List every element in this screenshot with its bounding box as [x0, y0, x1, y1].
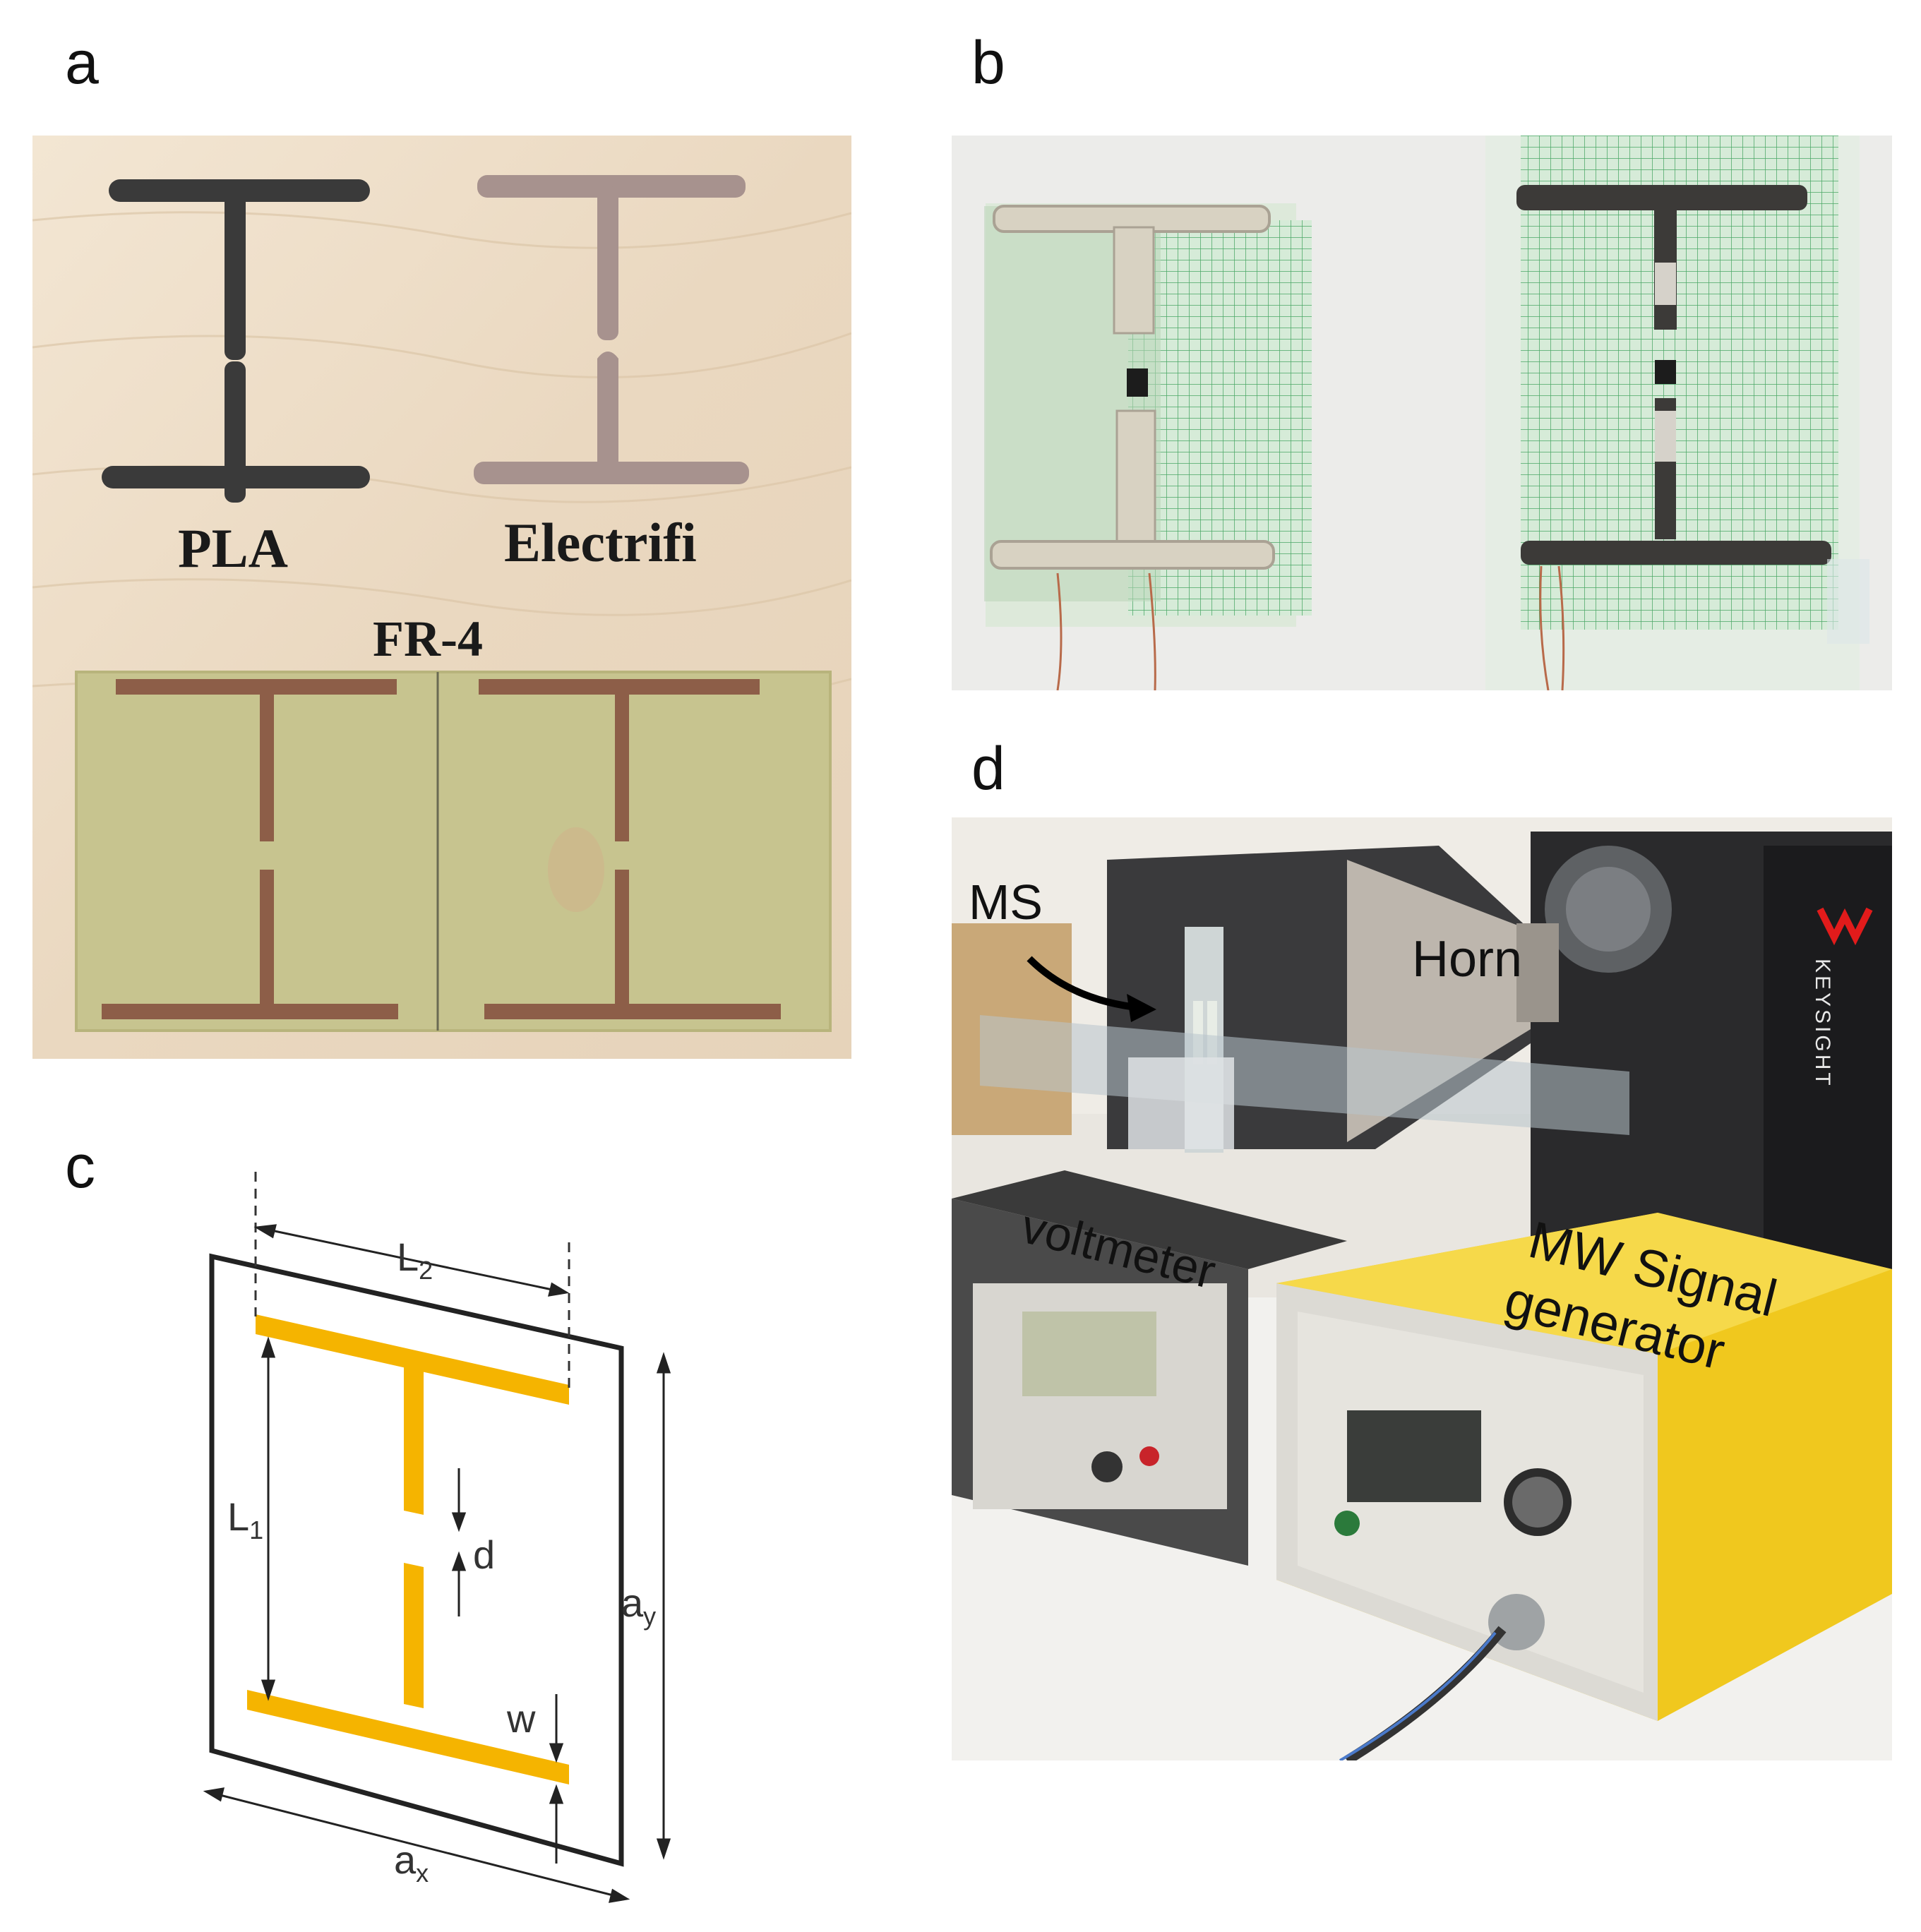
pla-label: PLA: [178, 517, 288, 579]
fr4-label: FR-4: [373, 611, 483, 667]
fr4-copper-resonator-left: [102, 679, 398, 1019]
panel-a-illustration: [32, 136, 851, 1059]
panel-b-photo: [952, 136, 1892, 690]
mw-signal-generator: [1276, 1213, 1892, 1760]
pla-resonator: [102, 179, 370, 503]
electrifi-label: Electrifi: [504, 512, 697, 573]
h-resonator: [247, 1314, 569, 1784]
panel-b-letter: b: [971, 29, 1005, 97]
fr4-copper-resonator-right: [479, 679, 781, 1019]
panel-d-letter: d: [971, 735, 1005, 803]
l2-label: L2: [397, 1235, 433, 1285]
keysight-instrument: [1531, 832, 1892, 1269]
d-label: d: [473, 1532, 496, 1577]
voltmeter-device: [952, 1170, 1347, 1566]
unit-cell-schematic: [203, 1172, 671, 1903]
w-dimension: [549, 1694, 564, 1864]
panel-c-letter: c: [65, 1133, 95, 1201]
l1-label: L1: [227, 1494, 264, 1545]
panel-a-photo: PLA Electrifi FR-4: [32, 136, 851, 1059]
ax-label: ax: [394, 1837, 429, 1888]
d-dimension: [451, 1468, 467, 1616]
fr4-board: [75, 671, 832, 1032]
panel-d-photo: MS Horn voltmeter MW Signal generator KE…: [952, 817, 1892, 1760]
ax-dimension: [203, 1787, 630, 1903]
ay-label: ay: [621, 1580, 657, 1631]
right-metamaterial-sample: [1485, 136, 1869, 690]
w-label: w: [507, 1696, 536, 1741]
ms-label: MS: [969, 875, 1043, 930]
guide-lines: [254, 1172, 570, 1391]
sample-holder-arm: [980, 1015, 1629, 1135]
keysight-logo-text: KEYSIGHT: [1811, 959, 1834, 1088]
l2-dimension: [253, 1224, 570, 1297]
ms-arrow: [1027, 956, 1143, 1012]
electrifi-resonator: [474, 175, 749, 484]
panel-c-diagram: L2 L1 d ay w ax: [169, 1158, 678, 1906]
panel-b-illustration: [952, 136, 1892, 690]
left-metamaterial-sample: [984, 203, 1312, 690]
l1-dimension: [261, 1336, 276, 1701]
panel-a-letter: a: [65, 29, 99, 97]
panel-d-illustration: [952, 817, 1892, 1760]
ay-dimension: [656, 1352, 671, 1860]
board-outline: [209, 1253, 624, 1867]
horn-label: Horn: [1412, 931, 1523, 988]
